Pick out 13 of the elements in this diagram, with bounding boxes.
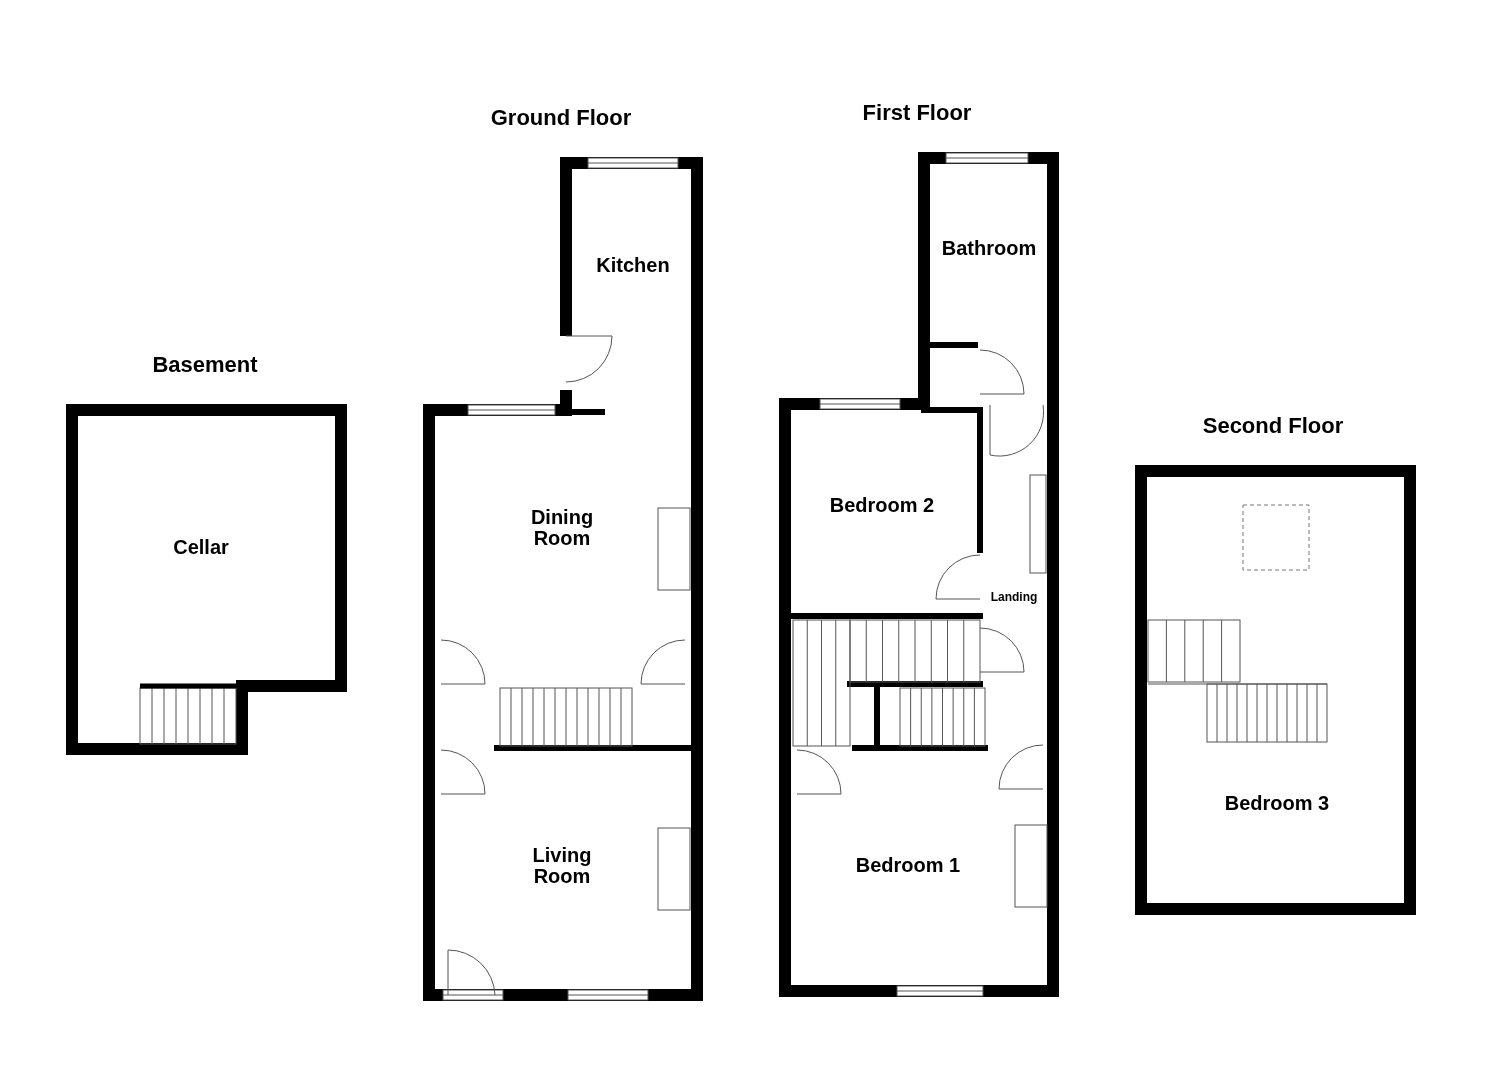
floor-heading: First Floor	[862, 100, 972, 126]
room-name: Bathroom	[929, 237, 1049, 259]
floor-heading: Ground Floor	[490, 105, 632, 131]
floor-heading: Second Floor	[1202, 413, 1344, 439]
room-name: Dining Room	[522, 507, 602, 549]
room-name: Kitchen	[573, 254, 693, 276]
room-name: Living Room	[522, 845, 602, 887]
room-name: Cellar	[141, 536, 261, 558]
room-name: Bedroom 1	[843, 854, 973, 876]
room-name: Bedroom 3	[1212, 792, 1342, 814]
floor-heading: Basement	[152, 352, 258, 378]
room-name: Bedroom 2	[817, 494, 947, 516]
room-name: Landing	[979, 590, 1049, 604]
